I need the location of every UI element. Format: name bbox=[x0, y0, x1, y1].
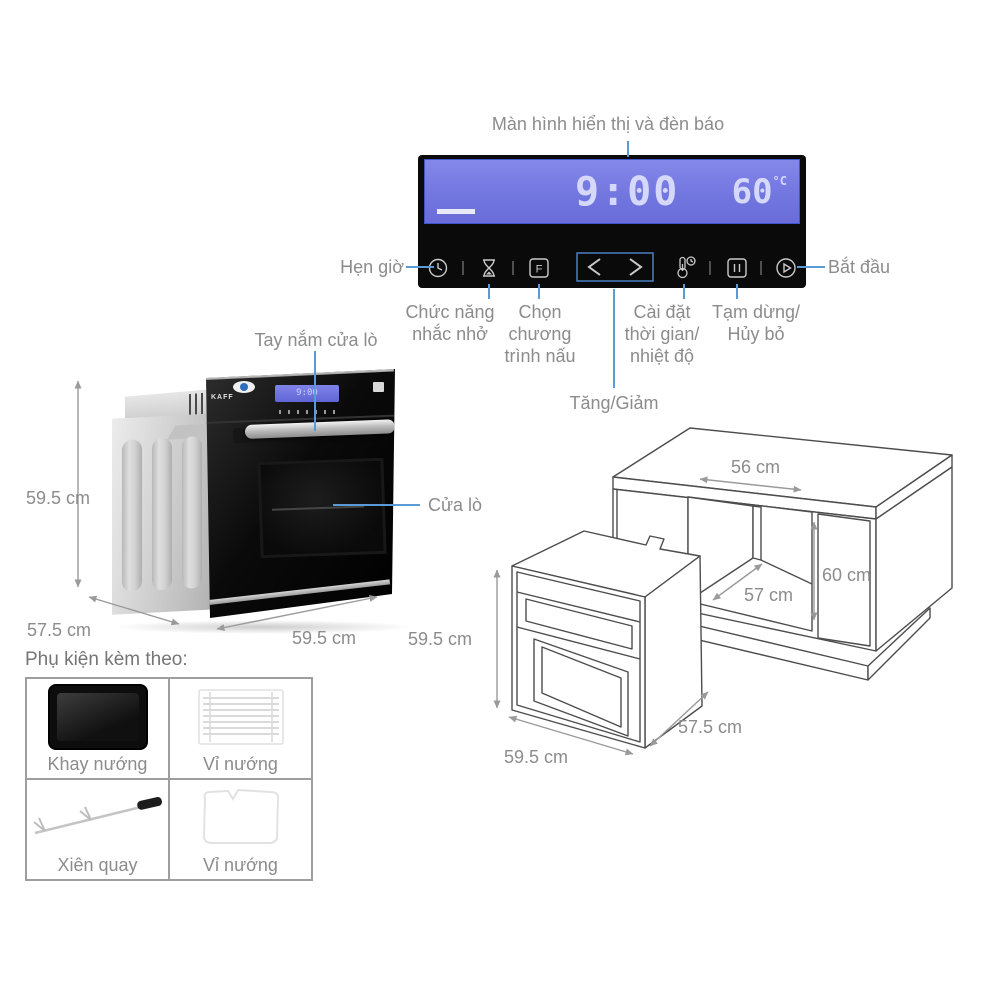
start-label: Bắt đầu bbox=[828, 257, 891, 277]
energy-sticker bbox=[373, 382, 384, 392]
photo-width-dim: 59.5 cm bbox=[292, 628, 357, 648]
accessory-label: Vỉ nướng bbox=[203, 855, 278, 875]
mini-display: 9:00 bbox=[275, 385, 339, 402]
grill-rack-image bbox=[170, 679, 311, 754]
accessory-cell-rotisserie: Xiên quay bbox=[26, 779, 169, 880]
pause-cancel-label: Tạm dừng/ Hủy bỏ bbox=[711, 302, 801, 344]
thermometer-clock-icon bbox=[677, 256, 696, 279]
door-glass-window bbox=[257, 457, 387, 559]
cabinet-top-width-dim: 56 cm bbox=[731, 457, 781, 477]
drawing-height-dim: 59.5 cm bbox=[408, 629, 473, 649]
emboss-strip bbox=[152, 437, 172, 591]
increase-decrease-arrows bbox=[576, 252, 654, 282]
play-start-icon bbox=[776, 258, 796, 278]
niche-height-dim: 60 cm bbox=[822, 565, 872, 585]
grill-rack-outline-image bbox=[170, 780, 311, 855]
accessories-title: Phụ kiện kèm theo: bbox=[25, 649, 188, 670]
oven-control-panel: 9:00 60°C F bbox=[418, 155, 806, 288]
oven-cavity-body bbox=[112, 413, 216, 615]
inner-rack-reflection bbox=[271, 505, 365, 511]
prev-arrow-icon bbox=[587, 258, 601, 276]
brand-badge bbox=[233, 381, 255, 393]
photo-depth-dim: 57.5 cm bbox=[27, 620, 92, 640]
temperature-unit: °C bbox=[772, 174, 787, 188]
accessories-grid: Khay nướng Vỉ nướ bbox=[25, 677, 313, 881]
lcd-display: 9:00 60°C bbox=[424, 159, 800, 224]
door-handle-label: Tay nắm cửa lò bbox=[254, 330, 378, 350]
next-arrow-icon bbox=[629, 258, 643, 276]
door-handle bbox=[244, 419, 395, 439]
grill-rack-outline-icon bbox=[202, 788, 279, 844]
divider bbox=[709, 261, 711, 275]
rotisserie-skewer-icon bbox=[32, 796, 162, 834]
lcd-cursor-dash bbox=[437, 209, 475, 214]
accessory-cell-baking-tray: Khay nướng bbox=[26, 678, 169, 779]
pause-icon bbox=[727, 258, 747, 278]
photo-height-dim: 59.5 cm bbox=[26, 488, 91, 508]
accessory-label: Khay nướng bbox=[47, 754, 148, 774]
accessory-label: Xiên quay bbox=[57, 855, 138, 875]
bottom-trim bbox=[208, 579, 391, 605]
top-trim bbox=[206, 369, 394, 380]
rotisserie-image bbox=[27, 780, 168, 855]
grill-rack-icon bbox=[197, 688, 284, 745]
divider bbox=[760, 261, 762, 275]
accessory-cell-grill-rack-2: Vỉ nướng bbox=[169, 779, 312, 880]
time-display: 9:00 bbox=[575, 169, 680, 215]
timer-clock-icon bbox=[428, 258, 448, 278]
timer-label: Hẹn giờ bbox=[340, 257, 404, 277]
reminder-label: Chức năng nhắc nhở bbox=[405, 302, 495, 344]
emboss-strip bbox=[122, 439, 142, 593]
divider bbox=[462, 261, 464, 275]
increase-decrease-label: Tăng/Giảm bbox=[569, 393, 659, 413]
temperature-display: 60°C bbox=[732, 172, 787, 212]
oven-front-panel: KAFF 9:00 bbox=[206, 369, 395, 618]
drawing-depth-dim: 57.5 cm bbox=[678, 717, 743, 737]
tray-inner bbox=[56, 692, 139, 741]
accessory-cell-grill-rack: Vỉ nướng bbox=[169, 678, 312, 779]
niche-depth-dim: 57 cm bbox=[744, 585, 794, 605]
baking-tray-image bbox=[27, 679, 168, 754]
oven-shadow bbox=[110, 620, 415, 634]
temperature-value: 60 bbox=[731, 172, 773, 212]
oven-line-drawing bbox=[511, 530, 703, 749]
brand-logo: KAFF bbox=[211, 394, 234, 401]
drawing-width-dim: 59.5 cm bbox=[504, 747, 569, 767]
program-label: Chọn chương trình nấu bbox=[504, 302, 576, 366]
baking-tray-icon bbox=[47, 683, 148, 750]
divider bbox=[512, 261, 514, 275]
display-label: Màn hình hiển thị và đèn báo bbox=[491, 114, 725, 134]
set-time-temp-label: Cài đặt thời gian/ nhiệt độ bbox=[624, 302, 700, 366]
oven-door-label: Cửa lò bbox=[428, 495, 483, 515]
accessory-label: Vỉ nướng bbox=[203, 754, 278, 774]
emboss-strip bbox=[182, 436, 202, 590]
hourglass-icon bbox=[483, 259, 495, 277]
badge-dot bbox=[240, 383, 248, 391]
cabinet-top-width-arrow bbox=[699, 476, 802, 493]
program-f-button-icon: F bbox=[529, 258, 549, 278]
oven-product-photo: KAFF 9:00 bbox=[95, 368, 425, 638]
cabinet-line-drawing bbox=[612, 427, 953, 681]
touch-icon-row bbox=[279, 410, 335, 414]
svg-text:F: F bbox=[536, 264, 543, 276]
